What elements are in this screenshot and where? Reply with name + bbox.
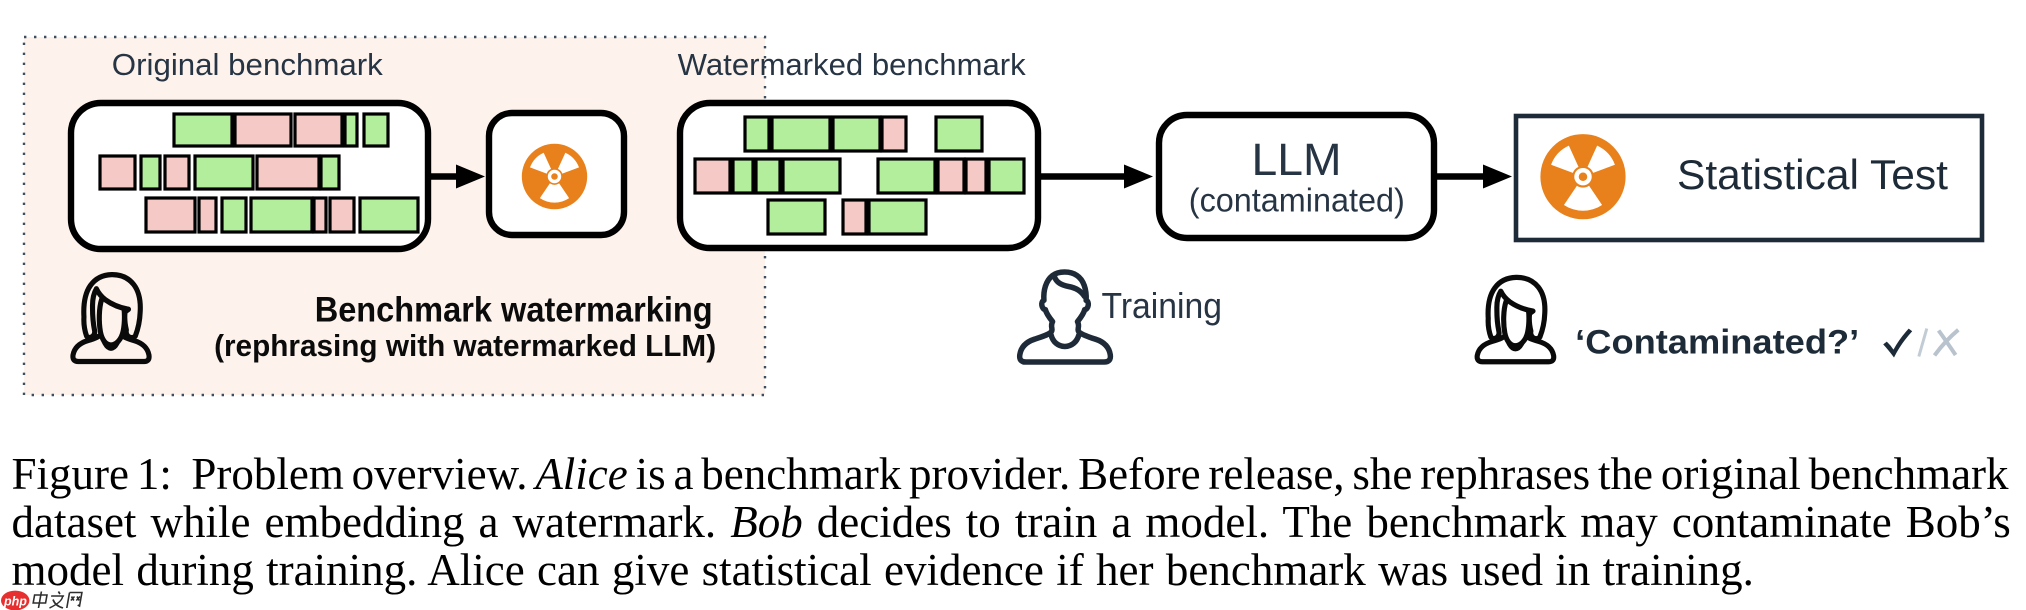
svg-text:LLM: LLM xyxy=(1252,134,1342,185)
svg-text:Figure 1: Problem overview. Al: Figure 1: Problem overview. Alice is a b… xyxy=(12,449,2010,499)
svg-text:(rephrasing with watermarked L: (rephrasing with watermarked LLM) xyxy=(214,328,716,363)
svg-text:Statistical Test: Statistical Test xyxy=(1677,151,1948,198)
svg-text:Training: Training xyxy=(1102,285,1223,326)
svg-text:php: php xyxy=(3,595,27,609)
svg-text:Watermarked benchmark: Watermarked benchmark xyxy=(678,48,1027,82)
svg-text:‘Contaminated?’: ‘Contaminated?’ xyxy=(1575,324,1859,362)
svg-text:Benchmark watermarking: Benchmark watermarking xyxy=(315,290,713,330)
svg-text:Original benchmark: Original benchmark xyxy=(112,48,384,82)
svg-text:(contaminated): (contaminated) xyxy=(1189,182,1405,219)
svg-text:model during training. Alice c: model during training. Alice can give st… xyxy=(12,545,1754,595)
svg-text:dataset while embedding a wate: dataset while embedding a watermark. Bob… xyxy=(12,497,2011,547)
